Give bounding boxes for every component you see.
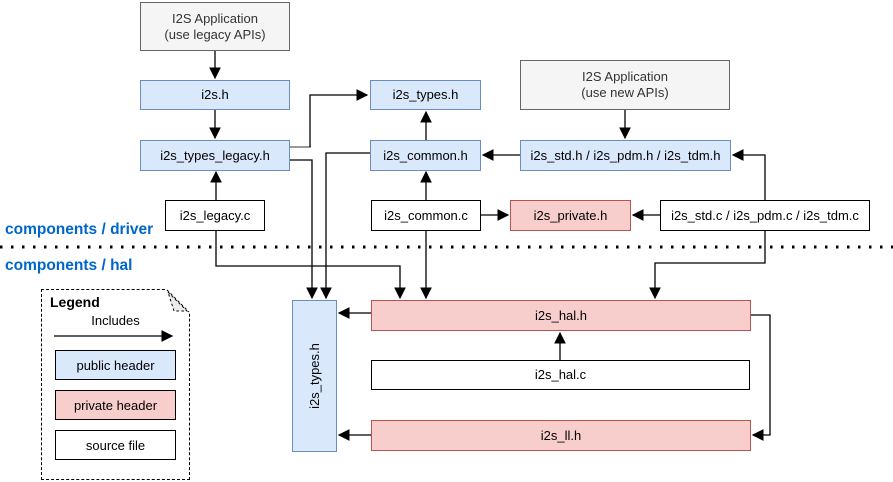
node-i2s-ll-h: i2s_ll.h	[371, 420, 751, 451]
node-i2s-private-h: i2s_private.h	[510, 200, 631, 231]
legend-panel: Legend Includes public header private he…	[41, 289, 190, 480]
node-i2s-hal-c: i2s_hal.c	[371, 360, 750, 390]
legend-public-header-swatch: public header	[55, 350, 176, 380]
section-label-components-driver: components / driver	[5, 221, 154, 238]
node-hal-i2s-types-h: i2s_types.h	[292, 300, 337, 452]
node-i2s-std-pdm-tdm-c: i2s_std.c / i2s_pdm.c / i2s_tdm.c	[660, 200, 870, 231]
edge-i2s-std-c-to-i2s-hal-h	[649, 231, 766, 300]
edge-i2s-types-legacy-h-to-i2s-types-h	[309, 89, 369, 147]
node-i2s-legacy-c: i2s_legacy.c	[165, 200, 265, 231]
section-label-components-hal: components / hal	[5, 257, 133, 274]
edge-i2s-common-h-to-hal-types-h	[320, 152, 370, 300]
legend-includes-arrow	[54, 330, 174, 342]
node-i2s-h: i2s.h	[140, 80, 290, 110]
node-app-legacy: I2S Application (use legacy APIs)	[140, 2, 290, 51]
node-i2s-common-c: i2s_common.c	[371, 200, 481, 231]
legend-private-header-swatch: private header	[55, 390, 176, 420]
node-app-new: I2S Application (use new APIs)	[520, 60, 730, 110]
legend-source-file-swatch: source file	[55, 430, 176, 460]
node-i2s-types-h: i2s_types.h	[370, 80, 481, 110]
edge-i2s-hal-h-to-i2s-ll-h	[751, 314, 771, 441]
hal-i2s-types-h-label: i2s_types.h	[306, 343, 322, 409]
node-i2s-hal-h: i2s_hal.h	[371, 300, 751, 331]
edge-i2s-legacy-c-to-i2s-hal-h	[215, 231, 406, 300]
legend-title: Legend	[50, 294, 100, 310]
edge-i2s-types-legacy-h-to-hal-types-h	[290, 159, 318, 300]
node-i2s-types-legacy-h: i2s_types_legacy.h	[140, 140, 290, 171]
node-i2s-std-pdm-tdm-h: i2s_std.h / i2s_pdm.h / i2s_tdm.h	[520, 140, 731, 171]
node-i2s-common-h: i2s_common.h	[370, 140, 481, 171]
legend-folded-corner	[166, 289, 190, 313]
edge-i2s-std-c-to-i2s-std-h	[731, 149, 766, 200]
legend-includes-label: Includes	[91, 313, 140, 328]
